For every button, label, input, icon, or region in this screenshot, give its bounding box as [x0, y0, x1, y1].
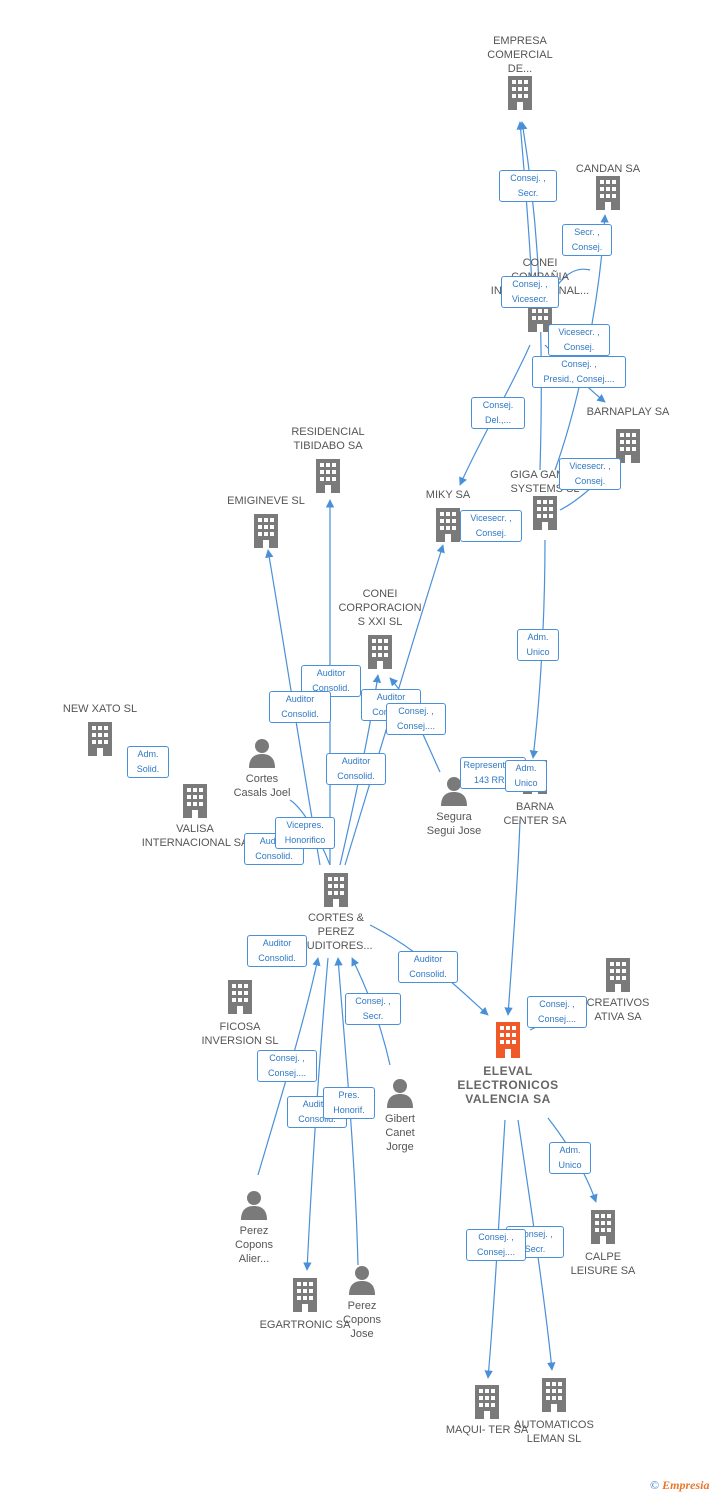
person-icon [387, 1079, 413, 1108]
relation-label[interactable]: Consej. , Secr. [345, 993, 401, 1025]
node-emigineve[interactable]: EMIGINEVE SL [216, 494, 316, 548]
node-label: FICOSA INVERSION SL [201, 1021, 279, 1047]
person-icon [249, 739, 275, 768]
building-icon [293, 1278, 317, 1312]
copyright-symbol: © [650, 1478, 660, 1492]
node-empresa-comercial[interactable]: EMPRESA COMERCIAL DE... [470, 34, 570, 110]
relation-label[interactable]: Auditor Consolid. [244, 833, 304, 865]
node-label: BARNAPLAY SA [586, 406, 670, 418]
edge [519, 121, 542, 471]
relation-label[interactable]: Consej. , Vicesecr. [501, 276, 559, 308]
relation-label[interactable]: Adm. Unico [505, 760, 547, 792]
building-icon [316, 459, 340, 493]
relation-label[interactable]: Consej. , Presid., Consej.... [532, 356, 626, 388]
node-barnaplay[interactable]: BARNAPLAY SA [578, 405, 678, 463]
node-valisa[interactable]: VALISA INTERNACIONAL SA [130, 784, 260, 850]
node-conei-corporacion[interactable]: CONEI CORPORACION S XXI SL [330, 587, 430, 669]
building-icon [496, 1022, 520, 1058]
edge [504, 819, 521, 1016]
relation-label[interactable]: Vicepres. Honorifico [275, 817, 335, 849]
node-label: Gibert Canet Jorge [385, 1113, 415, 1153]
node-eleval-main[interactable]: ELEVAL ELECTRONICOS VALENCIA SA [448, 1022, 568, 1106]
node-cortes-perez[interactable]: CORTES & PEREZ AUDITORES... [286, 873, 386, 953]
node-perez-copons-alier[interactable]: Perez Copons Alier... [214, 1190, 294, 1266]
building-icon [254, 514, 278, 548]
node-automaticos-leman[interactable]: AUTOMATICOS LEMAN SL [504, 1378, 604, 1446]
node-label: EMPRESA COMERCIAL DE... [487, 35, 553, 75]
building-icon [475, 1385, 499, 1419]
person-icon [241, 1191, 267, 1220]
node-label: ELEVAL ELECTRONICOS VALENCIA SA [457, 1064, 559, 1106]
node-new-xato[interactable]: NEW XATO SL [50, 702, 150, 756]
node-segura-segui[interactable]: Segura Segui Jose [412, 776, 496, 838]
node-calpe-leisure[interactable]: CALPE LEISURE SA [558, 1210, 648, 1278]
relation-label[interactable]: Secr. , Consej. [562, 224, 612, 256]
node-label: CONEI CORPORACION S XXI SL [338, 588, 422, 628]
empresia-brand: © Empresia [650, 1478, 709, 1493]
node-label: Perez Copons Alier... [235, 1225, 273, 1265]
relation-label[interactable]: Vicesecr. , Consej. [460, 510, 522, 542]
node-residencial-tibidabo[interactable]: RESIDENCIAL TIBIDABO SA [278, 425, 378, 493]
node-label: CANDAN SA [575, 163, 641, 175]
building-icon [542, 1378, 566, 1412]
relation-label[interactable]: Consej. , Consej.... [527, 996, 587, 1028]
node-gibert-canet[interactable]: Gibert Canet Jorge [368, 1078, 432, 1154]
relation-label[interactable]: Consej. Del.,... [471, 397, 525, 429]
node-candan[interactable]: CANDAN SA [560, 162, 656, 210]
node-label: CALPE LEISURE SA [570, 1251, 636, 1277]
relation-label[interactable]: Vicesecr. , Consej. [559, 458, 621, 490]
node-label: RESIDENCIAL TIBIDABO SA [291, 426, 365, 452]
brand-name: Empresia [662, 1478, 710, 1492]
relation-label[interactable]: Adm. Unico [517, 629, 559, 661]
node-label: AUTOMATICOS LEMAN SL [514, 1419, 594, 1445]
node-egartronic[interactable]: EGARTRONIC SA [250, 1278, 360, 1332]
node-label: Cortes Casals Joel [233, 773, 291, 799]
node-creativos[interactable]: CREATIVOS ATIVA SA [580, 958, 656, 1024]
node-label: MIKY SA [425, 489, 471, 501]
node-label: Perez Copons Jose [343, 1300, 381, 1340]
building-icon [368, 635, 392, 669]
node-label: BARNA CENTER SA [503, 801, 567, 827]
relation-label[interactable]: Consej. , Secr. [499, 170, 557, 202]
node-label: EMIGINEVE SL [227, 495, 305, 507]
relation-label[interactable]: Consej. , Consej.... [466, 1229, 526, 1261]
relation-label[interactable]: Consej. , Consej.... [386, 703, 446, 735]
building-icon [183, 784, 207, 818]
relation-label[interactable]: Consej. , Consej.... [257, 1050, 317, 1082]
building-icon [596, 176, 620, 210]
relation-label[interactable]: Adm. Solid. [127, 746, 169, 778]
node-label: Segura Segui Jose [426, 811, 482, 837]
relation-label[interactable]: Vicesecr. , Consej. [548, 324, 610, 356]
relation-label[interactable]: Adm. Unico [549, 1142, 591, 1174]
node-miky[interactable]: MIKY SA [408, 488, 488, 542]
building-icon [533, 496, 557, 530]
node-ficosa[interactable]: FICOSA INVERSION SL [190, 980, 290, 1048]
building-icon [324, 873, 348, 907]
person-icon [349, 1266, 375, 1295]
building-icon [228, 980, 252, 1014]
building-icon [591, 1210, 615, 1244]
node-label: MAQUI- TER SA [445, 1424, 529, 1436]
building-icon [616, 429, 640, 463]
building-icon [88, 722, 112, 756]
building-icon [508, 76, 532, 110]
person-icon [441, 777, 467, 806]
node-label: CORTES & PEREZ AUDITORES... [299, 912, 373, 952]
relation-label[interactable]: Auditor Consolid. [301, 665, 361, 697]
relation-label[interactable]: Auditor Consolid. [326, 753, 386, 785]
relation-label[interactable]: Auditor Consolid. [269, 691, 331, 723]
building-icon [606, 958, 630, 992]
relation-label[interactable]: Auditor Consolid. [398, 951, 458, 983]
node-label: NEW XATO SL [62, 703, 138, 715]
node-label: EGARTRONIC SA [259, 1319, 351, 1331]
relation-label[interactable]: Auditor Consolid. [247, 935, 307, 967]
node-cortes-casals[interactable]: Cortes Casals Joel [222, 738, 302, 800]
building-icon [436, 508, 460, 542]
relation-label[interactable]: Pres. Honorif. [323, 1087, 375, 1119]
node-maqui-ter[interactable]: MAQUI- TER SA [432, 1385, 542, 1437]
node-label: CREATIVOS ATIVA SA [586, 997, 650, 1023]
node-perez-copons-jose[interactable]: Perez Copons Jose [330, 1265, 394, 1341]
node-label: VALISA INTERNACIONAL SA [141, 823, 249, 849]
